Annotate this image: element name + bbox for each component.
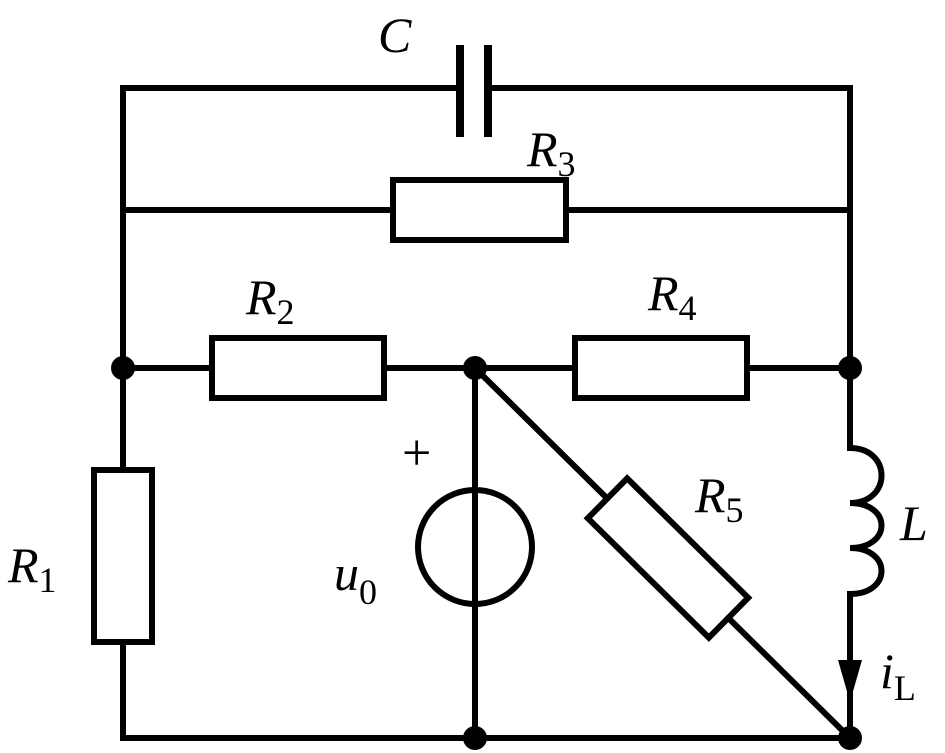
middle-branch (120, 335, 853, 401)
capacitor-branch (120, 45, 853, 137)
current-arrow (838, 660, 862, 702)
resistor-r3 (390, 177, 569, 243)
label-r4: R4 (647, 265, 697, 328)
inductor-l (849, 445, 885, 597)
resistor-r2 (209, 335, 387, 401)
left-branch (91, 85, 155, 741)
resistor-r5 (583, 474, 753, 642)
source-branch (415, 365, 535, 741)
right-branch (838, 85, 885, 741)
label-r3: R3 (526, 121, 576, 184)
node-bottom-center (463, 726, 487, 750)
label-c: C (378, 7, 412, 63)
label-l: L (899, 495, 928, 551)
label-r2: R2 (245, 269, 295, 332)
node-left (111, 356, 135, 380)
label-r5: R5 (694, 467, 744, 530)
resistor-r1 (91, 467, 155, 645)
label-r1: R1 (7, 537, 57, 600)
label-il: iL (880, 643, 916, 708)
r3-branch (120, 177, 853, 243)
r5-branch (470, 363, 855, 743)
label-u0: u0 (334, 545, 377, 612)
resistor-r4 (572, 335, 750, 401)
node-bottom-right (838, 726, 862, 750)
label-plus: + (402, 425, 431, 482)
node-right (838, 356, 862, 380)
node-center (463, 356, 487, 380)
